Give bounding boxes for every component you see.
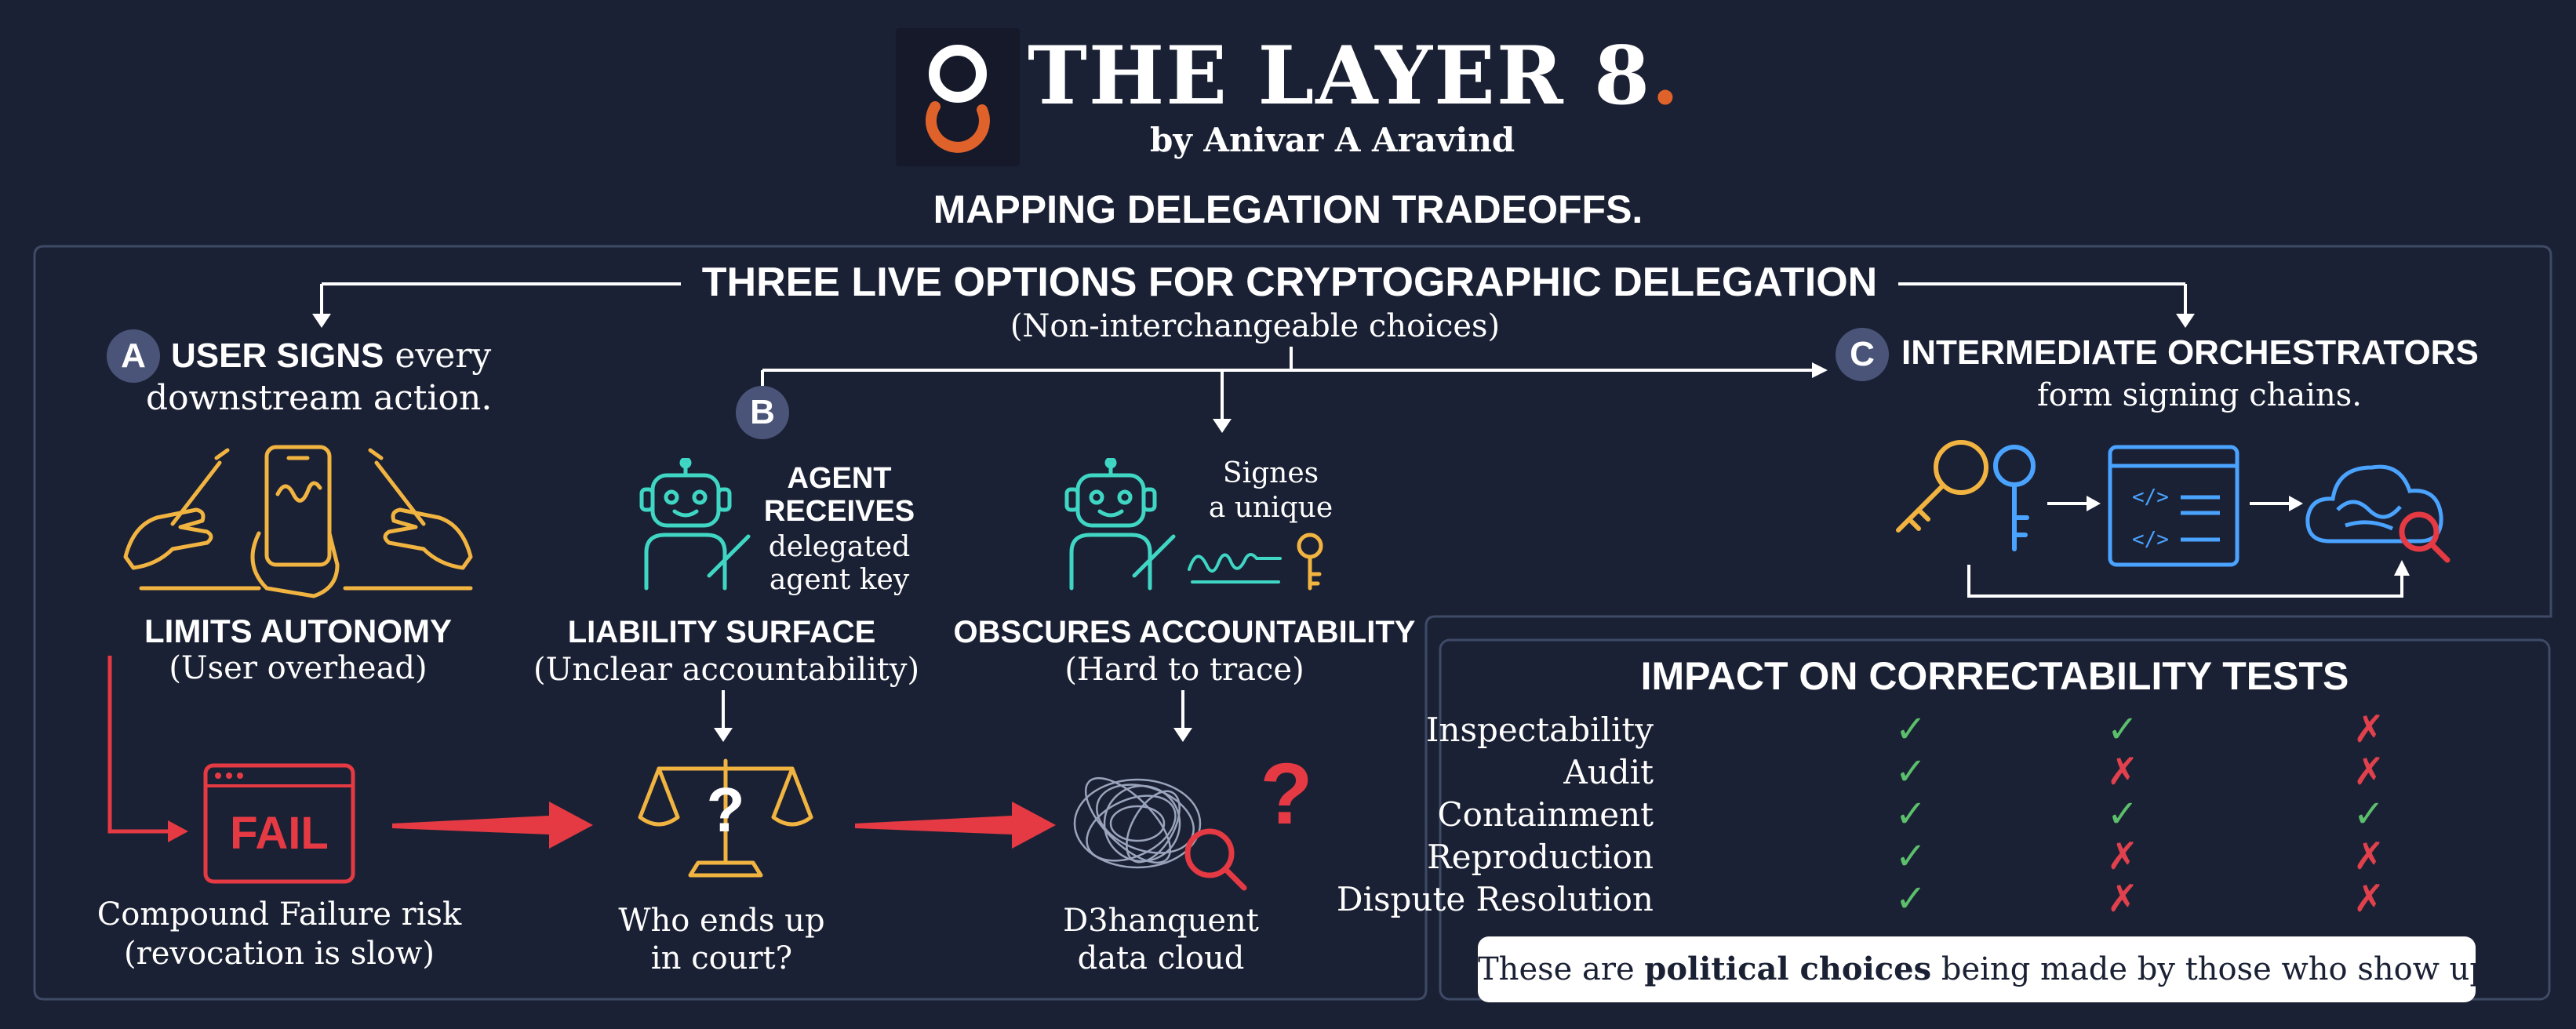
svg-text:</>: </>: [2132, 528, 2169, 551]
test-label: Containment: [1437, 795, 1654, 834]
layer8-logo-icon: [925, 45, 990, 153]
flow-arrow: [392, 802, 593, 849]
cross-icon: ✗: [2106, 877, 2139, 921]
svg-text:?: ?: [1260, 753, 1312, 842]
signs-line2: a unique: [1208, 492, 1333, 524]
cloud-line2: data cloud: [1077, 940, 1245, 976]
check-icon: ✓: [1894, 877, 1927, 921]
signing-hand-icon: [343, 448, 473, 591]
option-a-outcome-line1: Compound Failure risk: [96, 896, 462, 933]
signing-hand-icon: [123, 448, 261, 591]
cross-icon: ✗: [2106, 834, 2139, 878]
cloud-search-icon: [2305, 464, 2443, 544]
cross-icon: ✗: [2352, 707, 2385, 751]
test-label: Inspectability: [1425, 711, 1654, 749]
cross-icon: ✗: [2106, 750, 2139, 794]
obscures-heading: OBSCURES ACCOUNTABILITY: [953, 615, 1416, 649]
badge-c: C: [1836, 328, 1889, 381]
scales-question-icon: ?: [638, 758, 813, 878]
table-row: Audit ✓ ✗ ✗: [1451, 753, 2518, 795]
phone-signature-icon: [250, 445, 340, 598]
option-a-title: USER SIGNS every: [171, 336, 492, 376]
check-icon: ✓: [2352, 792, 2385, 836]
signing-illustration: [123, 445, 473, 598]
check-icon: ✓: [1894, 834, 1927, 878]
table-row: Dispute Resolution ✓ ✗ ✗: [1337, 877, 2518, 922]
magnifier-icon: [1184, 828, 1247, 891]
option-a-title-line2: downstream action.: [146, 378, 493, 418]
test-label: Dispute Resolution: [1336, 880, 1654, 918]
obscures-note: (Hard to trace): [1064, 652, 1304, 688]
check-icon: ✓: [1894, 750, 1927, 794]
pen-icon: [707, 534, 751, 578]
table-row: Reproduction ✓ ✗ ✗: [1427, 834, 2518, 880]
option-c-title: INTERMEDIATE ORCHESTRATORS: [1901, 333, 2479, 372]
signature-key-icon: [1188, 533, 1323, 591]
options-subheading: (Non-interchangeable choices): [1010, 308, 1501, 344]
key-icon: [1993, 445, 2036, 551]
agent-line2: RECEIVES: [763, 495, 915, 528]
svg-text:?: ?: [707, 775, 745, 845]
footer-note: These are political choices being made b…: [1478, 936, 2500, 1002]
option-a-consequence-note: (User overhead): [169, 650, 428, 686]
impact-table: Inspectability ✓ ✓ ✗ Audit ✓ ✗ ✗ Contain…: [1337, 707, 2518, 930]
brand-title: THE LAYER 8.: [1028, 29, 1681, 123]
test-label: Audit: [1563, 753, 1654, 791]
signing-chain-illustration: </> </>: [1896, 440, 2450, 598]
cloud-line1: D3hanquent: [1063, 903, 1259, 939]
robot-icon: [1064, 458, 1176, 591]
option-a-consequence: LIMITS AUTONOMY: [144, 613, 452, 649]
table-row: Inspectability ✓ ✓ ✗: [1426, 707, 2518, 753]
key-icon: [1896, 440, 1988, 533]
magnifier-icon: [2399, 511, 2450, 563]
fail-window-icon: [203, 763, 355, 884]
agent-line3: delegated: [768, 531, 911, 563]
flow-arrow: [855, 802, 1056, 849]
logo: [896, 28, 1020, 166]
svg-text:</>: </>: [2132, 485, 2169, 509]
court-line2: in court?: [650, 940, 793, 976]
impact-heading: IMPACT ON CORRECTABILITY TESTS: [1640, 654, 2349, 698]
liability-note: (Unclear accountability): [533, 652, 920, 688]
options-heading: THREE LIVE OPTIONS FOR CRYPTOGRAPHIC DEL…: [701, 260, 1878, 305]
court-line1: Who ends up: [618, 903, 825, 939]
test-label: Reproduction: [1427, 838, 1654, 876]
badge-a: A: [107, 329, 160, 383]
pen-icon: [1132, 534, 1176, 578]
liability-heading: LIABILITY SURFACE: [567, 615, 876, 649]
cross-icon: ✗: [2352, 834, 2385, 878]
option-c-title-line2: form signing chains.: [2036, 377, 2363, 413]
cross-icon: ✗: [2352, 750, 2385, 794]
option-a-outcome-line2: (revocation is slow): [123, 936, 435, 972]
check-icon: ✓: [2106, 707, 2139, 751]
code-window-icon: </> </>: [2108, 445, 2239, 567]
fail-badge: FAIL: [230, 808, 329, 859]
signs-line1: Signes: [1222, 457, 1319, 489]
table-row: Containment ✓ ✓ ✓: [1438, 792, 2518, 838]
tangled-data-icon: ?: [1073, 753, 1313, 891]
cross-icon: ✗: [2352, 877, 2385, 921]
agent-line4: agent key: [769, 564, 910, 596]
agent-line1: AGENT: [787, 462, 892, 495]
badge-b: B: [736, 386, 789, 439]
robot-icon: [639, 458, 751, 591]
byline: by Anivar A Aravind: [1150, 121, 1515, 159]
check-icon: ✓: [1894, 792, 1927, 836]
check-icon: ✓: [1894, 707, 1927, 751]
check-icon: ✓: [2106, 792, 2139, 836]
page-subtitle: MAPPING DELEGATION TRADEOFFS.: [933, 187, 1643, 231]
